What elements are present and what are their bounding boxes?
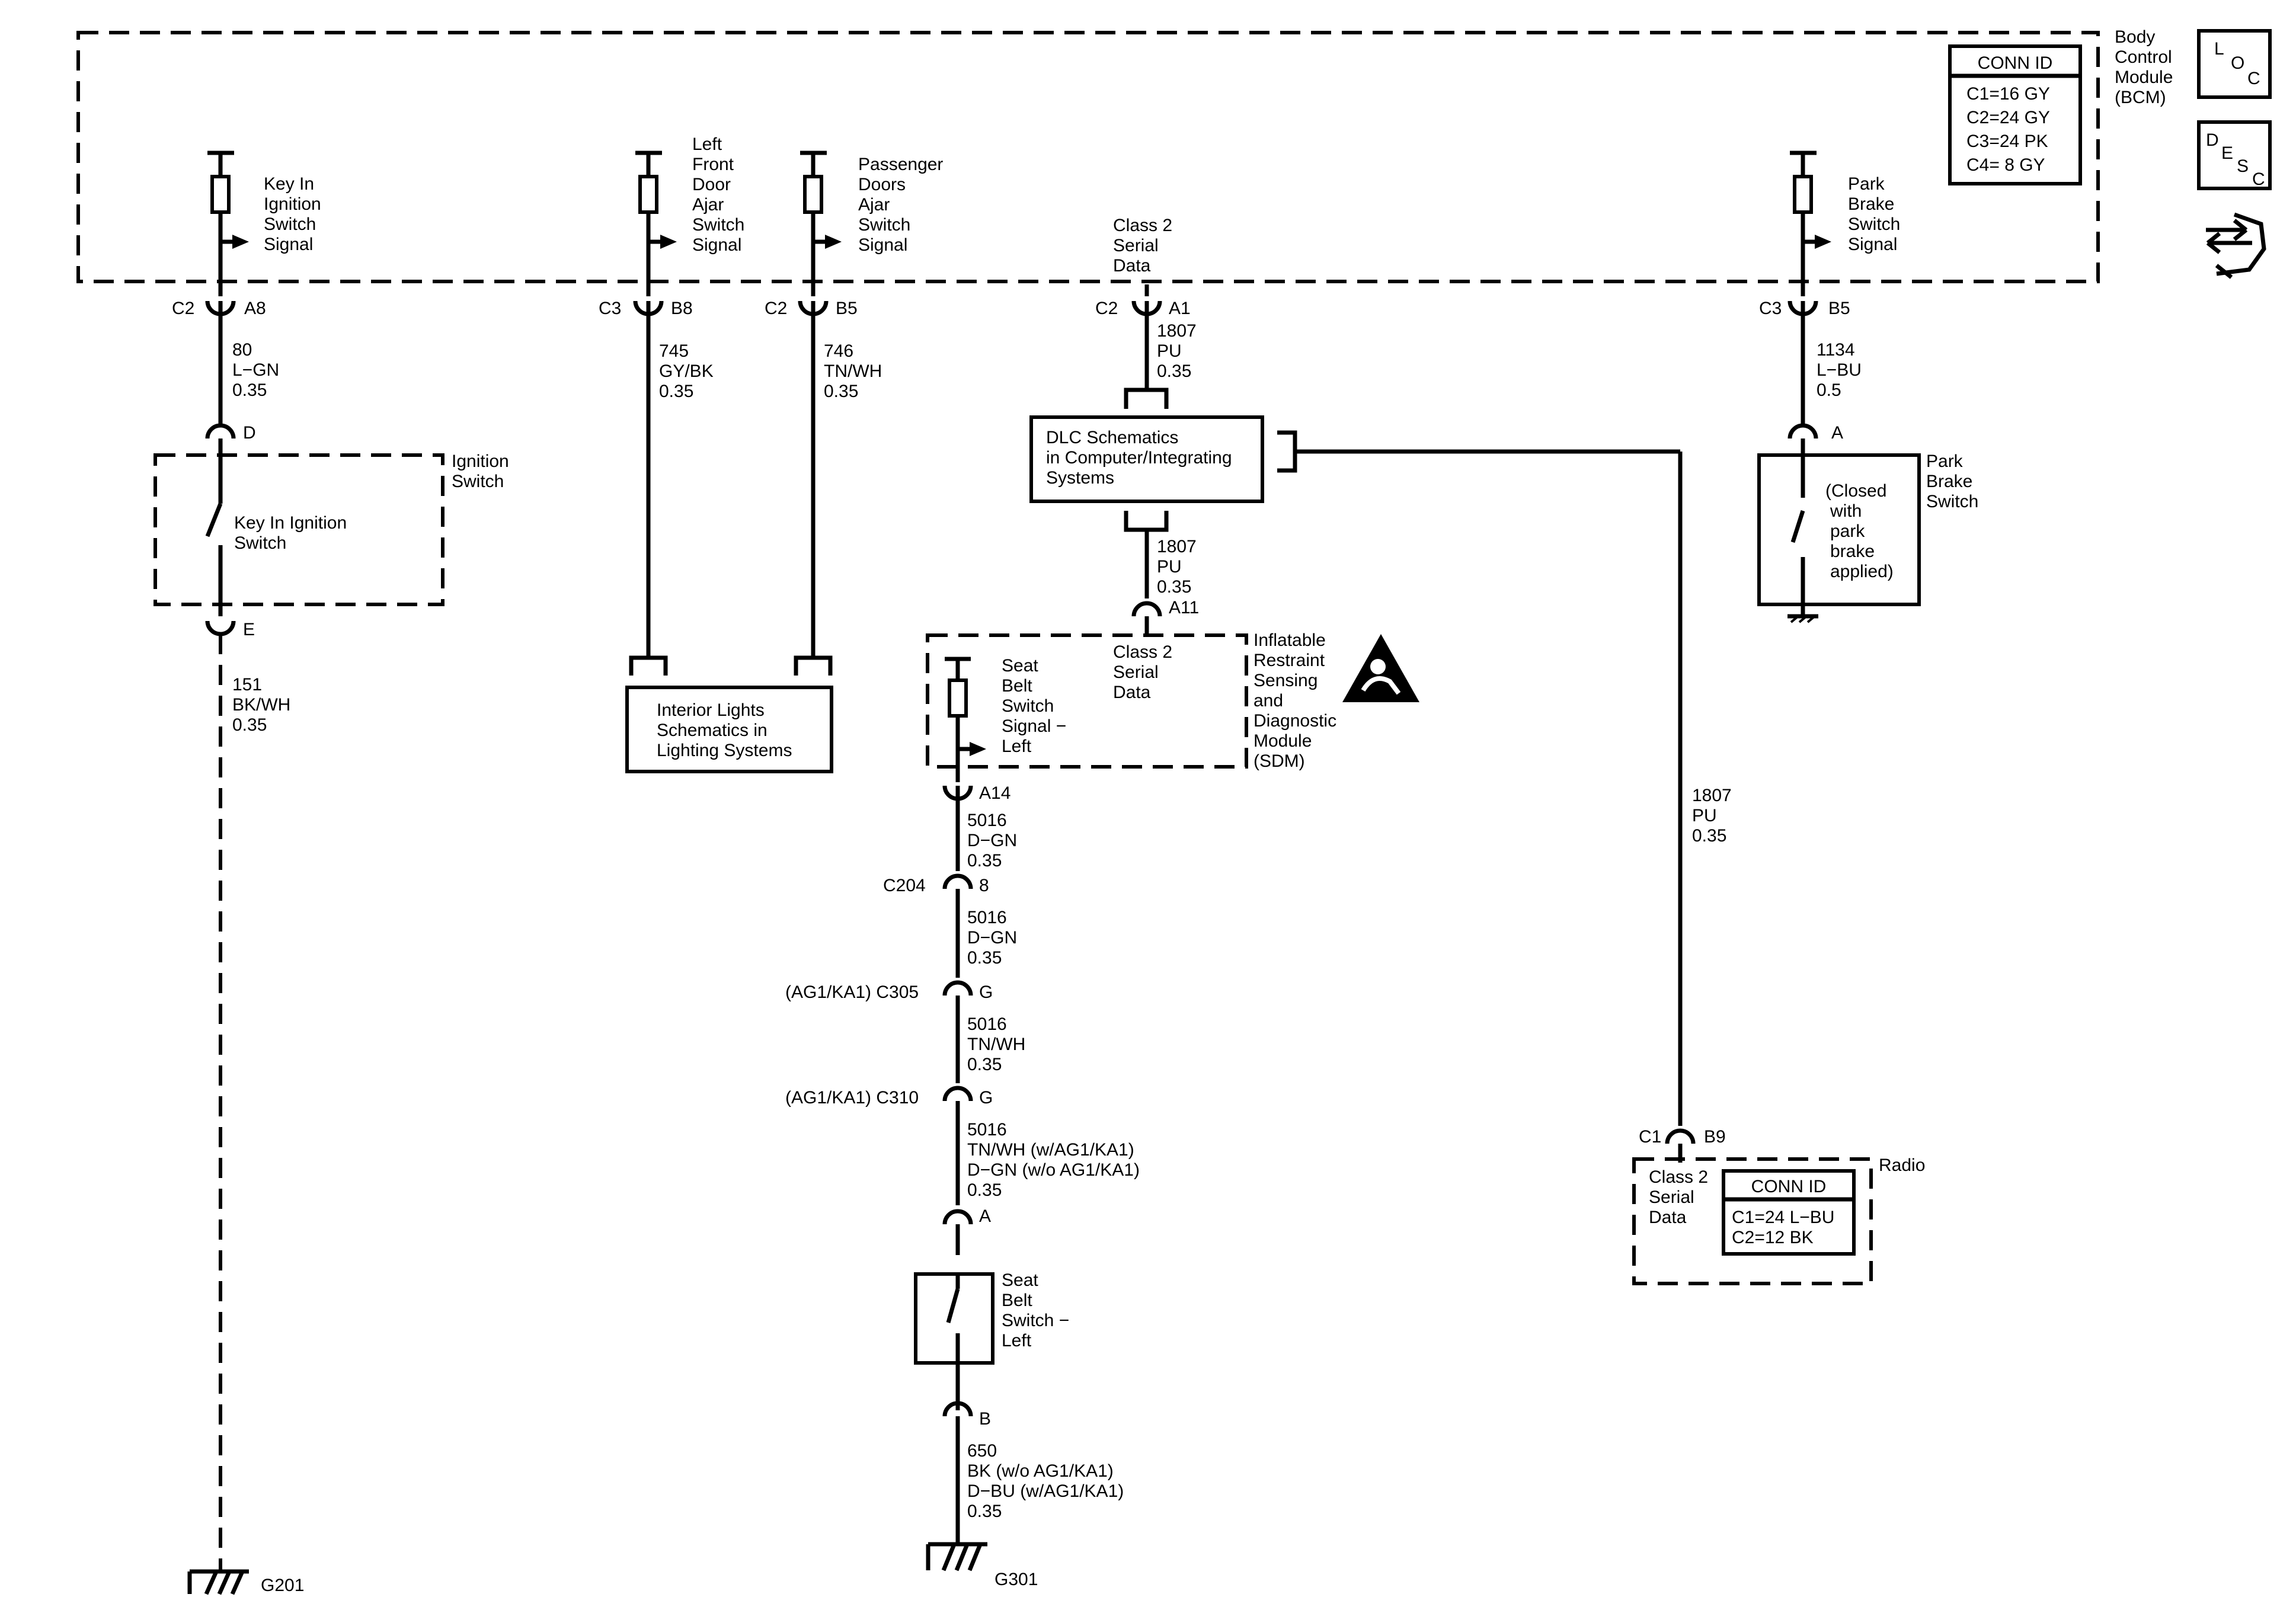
connector-e: E — [243, 620, 255, 639]
connector-d: D — [243, 423, 256, 443]
wire-650-label: 650 BK (w/o AG1/KA1) D−BU (w/AG1/KA1) 0.… — [967, 1441, 1129, 1521]
navigation-arrows-icon[interactable] — [2206, 212, 2266, 279]
seat-belt-switch-signal-label: Seat Belt Switch Signal − Left — [1002, 656, 1072, 756]
bcm-conn-c1: C1=16 GY — [1966, 84, 2050, 104]
sdm-class2-label: Class 2 Serial Data — [1113, 642, 1177, 702]
wire-1807-upper-label: 1807 PU 0.35 — [1157, 321, 1201, 381]
connector-a-park: A — [1831, 423, 1843, 443]
ground-g301-label: G301 — [994, 1570, 1038, 1589]
bcm-label: Body Control Module (BCM) — [2115, 27, 2178, 107]
wire-5016-a-label: 5016 D−GN 0.35 — [967, 811, 1022, 870]
connector-a14: A14 — [979, 783, 1011, 803]
radio-boundary — [1632, 1157, 1873, 1285]
connector-a11: A11 — [1169, 598, 1199, 617]
interior-lights-label: Interior Lights Schematics in Lighting S… — [657, 700, 792, 760]
bcm-conn-c2: C2=24 GY — [1966, 108, 2050, 127]
park-brake-circuit — [1787, 151, 1831, 623]
svg-text:C: C — [2252, 169, 2265, 189]
dlc-schematics-box[interactable]: DLC Schematics in Computer/Integrating S… — [1029, 415, 1264, 503]
class2-serial-data-circuit — [1124, 284, 1696, 1163]
radio-class2-label: Class 2 Serial Data — [1649, 1167, 1713, 1227]
wire-745-label: 745 GY/BK 0.35 — [659, 341, 718, 401]
sdm-boundary — [926, 633, 1248, 769]
radio-label: Radio — [1879, 1156, 1925, 1175]
wire-5016-c-label: 5016 TN/WH 0.35 — [967, 1014, 1031, 1074]
key-in-ignition-switch-label: Key In Ignition Switch — [234, 513, 351, 553]
wire-5016-d-label: 5016 TN/WH (w/AG1/KA1) D−GN (w/o AG1/KA1… — [967, 1120, 1144, 1200]
left-front-door-ajar-signal-label: Left Front Door Ajar Switch Signal — [692, 135, 750, 255]
airbag-warning-icon — [1342, 634, 1419, 702]
bcm-boundary — [76, 31, 2100, 283]
wire-1134-label: 1134 L−BU 0.5 — [1817, 340, 1866, 400]
sdm-label: Inflatable Restraint Sensing and Diagnos… — [1253, 630, 1341, 771]
radio-conn-title: CONN ID — [1751, 1177, 1827, 1196]
wire-151-label: 151 BK/WH 0.35 — [232, 675, 296, 735]
seat-belt-signal-circuit — [926, 657, 987, 1571]
dlc-label: DLC Schematics in Computer/Integrating S… — [1046, 428, 1237, 488]
wire-1807-middle-label: 1807 PU 0.35 — [1157, 537, 1201, 597]
interior-lights-schematics-box[interactable]: Interior Lights Schematics in Lighting S… — [625, 686, 833, 773]
wire-746-label: 746 TN/WH 0.35 — [824, 341, 887, 401]
park-brake-switch-box — [1757, 453, 1921, 606]
loc-icon[interactable]: L O C — [2197, 29, 2272, 99]
radio-conn-id-table: CONN ID C1=24 L−BU C2=12 BK — [1722, 1169, 1856, 1256]
svg-text:L: L — [2214, 39, 2224, 59]
svg-text:C: C — [2247, 69, 2260, 88]
ignition-switch-label: Ignition Switch — [452, 452, 514, 491]
key-in-ignition-circuit — [187, 151, 249, 1595]
door-ajar-circuits — [629, 151, 842, 676]
seat-belt-switch-contacts — [946, 1274, 960, 1363]
desc-icon[interactable]: D E S C — [2197, 120, 2272, 190]
passenger-doors-ajar-signal-label: Passenger Doors Ajar Switch Signal — [858, 155, 948, 255]
radio-conn-c1: C1=24 L−BU — [1732, 1208, 1834, 1227]
svg-text:O: O — [2231, 53, 2244, 73]
bcm-conn-c3: C3=24 PK — [1966, 132, 2048, 151]
connector-a-seat: A — [979, 1206, 991, 1226]
wire-80-label: 80 L−GN 0.35 — [232, 340, 284, 400]
ground-g201-label: G201 — [261, 1576, 304, 1595]
svg-text:S: S — [2237, 156, 2249, 176]
park-brake-signal-label: Park Brake Switch Signal — [1848, 174, 1905, 254]
wire-5016-b-label: 5016 D−GN 0.35 — [967, 908, 1022, 968]
park-brake-switch-label: Park Brake Switch — [1926, 452, 1978, 511]
key-in-ignition-signal-label: Key In Ignition Switch Signal — [264, 174, 326, 254]
bcm-conn-title: CONN ID — [1978, 53, 2053, 73]
park-brake-closed-note: (Closed with park brake applied) — [1825, 481, 1894, 581]
wire-1807-radio-label: 1807 PU 0.35 — [1692, 786, 1737, 846]
connector-b-seat: B — [979, 1409, 991, 1429]
svg-text:E: E — [2221, 143, 2233, 163]
radio-conn-c2: C2=12 BK — [1732, 1228, 1814, 1247]
seat-belt-switch-box — [914, 1272, 994, 1365]
bcm-conn-id-table: CONN ID C1=16 GY C2=24 GY C3=24 PK C4= 8… — [1948, 44, 2082, 185]
bcm-conn-c4: C4= 8 GY — [1966, 155, 2045, 175]
seat-belt-switch-label: Seat Belt Switch − Left — [1002, 1270, 1075, 1350]
svg-text:D: D — [2206, 130, 2219, 150]
bcm-class2-label: Class 2 Serial Data — [1113, 216, 1177, 276]
